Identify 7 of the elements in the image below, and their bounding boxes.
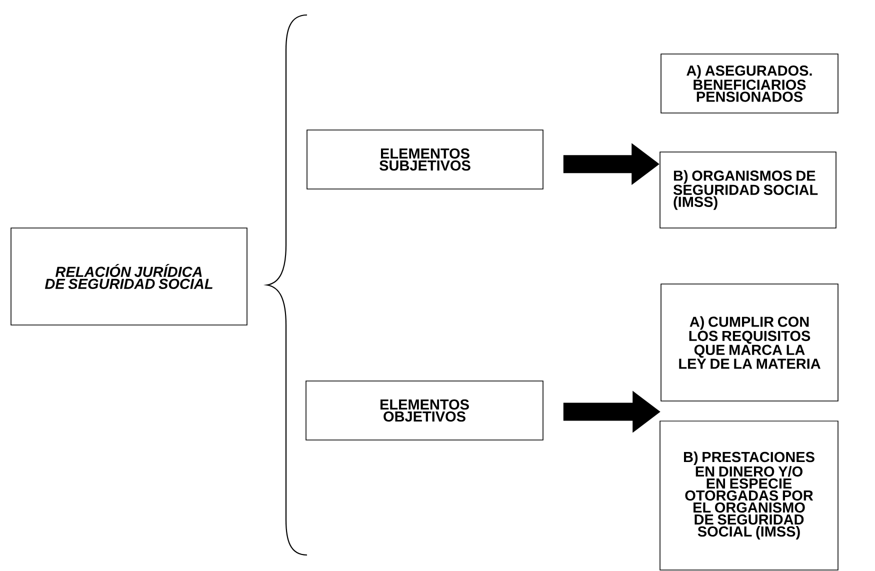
item-box: B) PRESTACIONES EN DINERO Y/O EN ESPECIE OTORGADAS POR EL ORGANISMO DE SEGURIDAD SOCIAL (IMSS) [660, 420, 838, 570]
category-box: ELEMENTOS SUBJETIVOS [306, 130, 544, 190]
item-box: A) CUMPLIR CON LOS REQUISITOS QUE MARCA LA LEY DE LA MATERIA [660, 284, 838, 402]
topic-box: RELACIÓN JURÍDICA DE SEGURIDAD SOCIAL [10, 228, 248, 326]
item-box: B) ORGANISMOS DE SEGURIDAD SOCIAL (IMSS) [660, 152, 836, 228]
category-box: ELEMENTOS OBJETIVOS [306, 380, 544, 440]
item-box: A) ASEGURADOS. BENEFICIARIOS PENSIONADOS [660, 54, 838, 114]
